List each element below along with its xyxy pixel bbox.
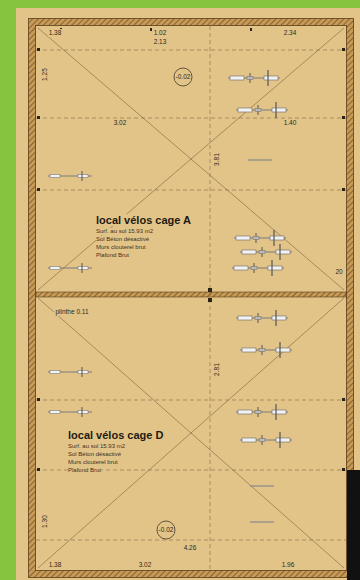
room-spec: Murs clouterel brut (96, 244, 146, 251)
dimension-label: 4.26 (183, 544, 198, 551)
dimension-label: 2.13 (153, 38, 168, 45)
dimension-label: 1.30 (40, 515, 47, 530)
dimension-label: 1.02 (153, 29, 168, 36)
dimension-label: 3.02 (113, 119, 128, 126)
dimension-label: 3.02 (138, 561, 153, 568)
room-name: local vélos cage D (68, 429, 163, 441)
dimension-label: 1.40 (283, 119, 298, 126)
dimension-label: -0.02 (175, 73, 192, 80)
room-spec: Plafond Brut (96, 252, 129, 259)
room-spec: Sol Béton désactivé (68, 451, 121, 458)
bike-room: local vélos cage D Surf. au sol 15.93 m2S… (38, 299, 344, 567)
room-spec: Surf. au sol 15.93 m2 (96, 228, 153, 235)
room-spec: Plafond Brut (68, 467, 101, 474)
dimension-label: 2.81 (212, 363, 219, 378)
dimension-label: plinthe 0.11 (54, 308, 89, 315)
dimension-label: 1.38 (48, 561, 63, 568)
room-spec: Murs clouterel brut (68, 459, 118, 466)
bike-room: local vélos cage A Surf. au sol 15.93 m2S… (38, 28, 344, 290)
dimension-label: 20 (334, 268, 343, 275)
room-name: local vélos cage A (96, 214, 191, 226)
dimension-label: 2.34 (283, 29, 298, 36)
dimension-label: 1.96 (281, 561, 296, 568)
dimension-label: -0.02 (158, 526, 175, 533)
room-spec: Sol Béton désactivé (96, 236, 149, 243)
dimension-label: 1.25 (40, 68, 47, 83)
room-spec: Surf. au sol 15.93 m2 (68, 443, 125, 450)
dimension-label: 1.38 (48, 29, 63, 36)
dimension-label: 3.81 (212, 153, 219, 168)
